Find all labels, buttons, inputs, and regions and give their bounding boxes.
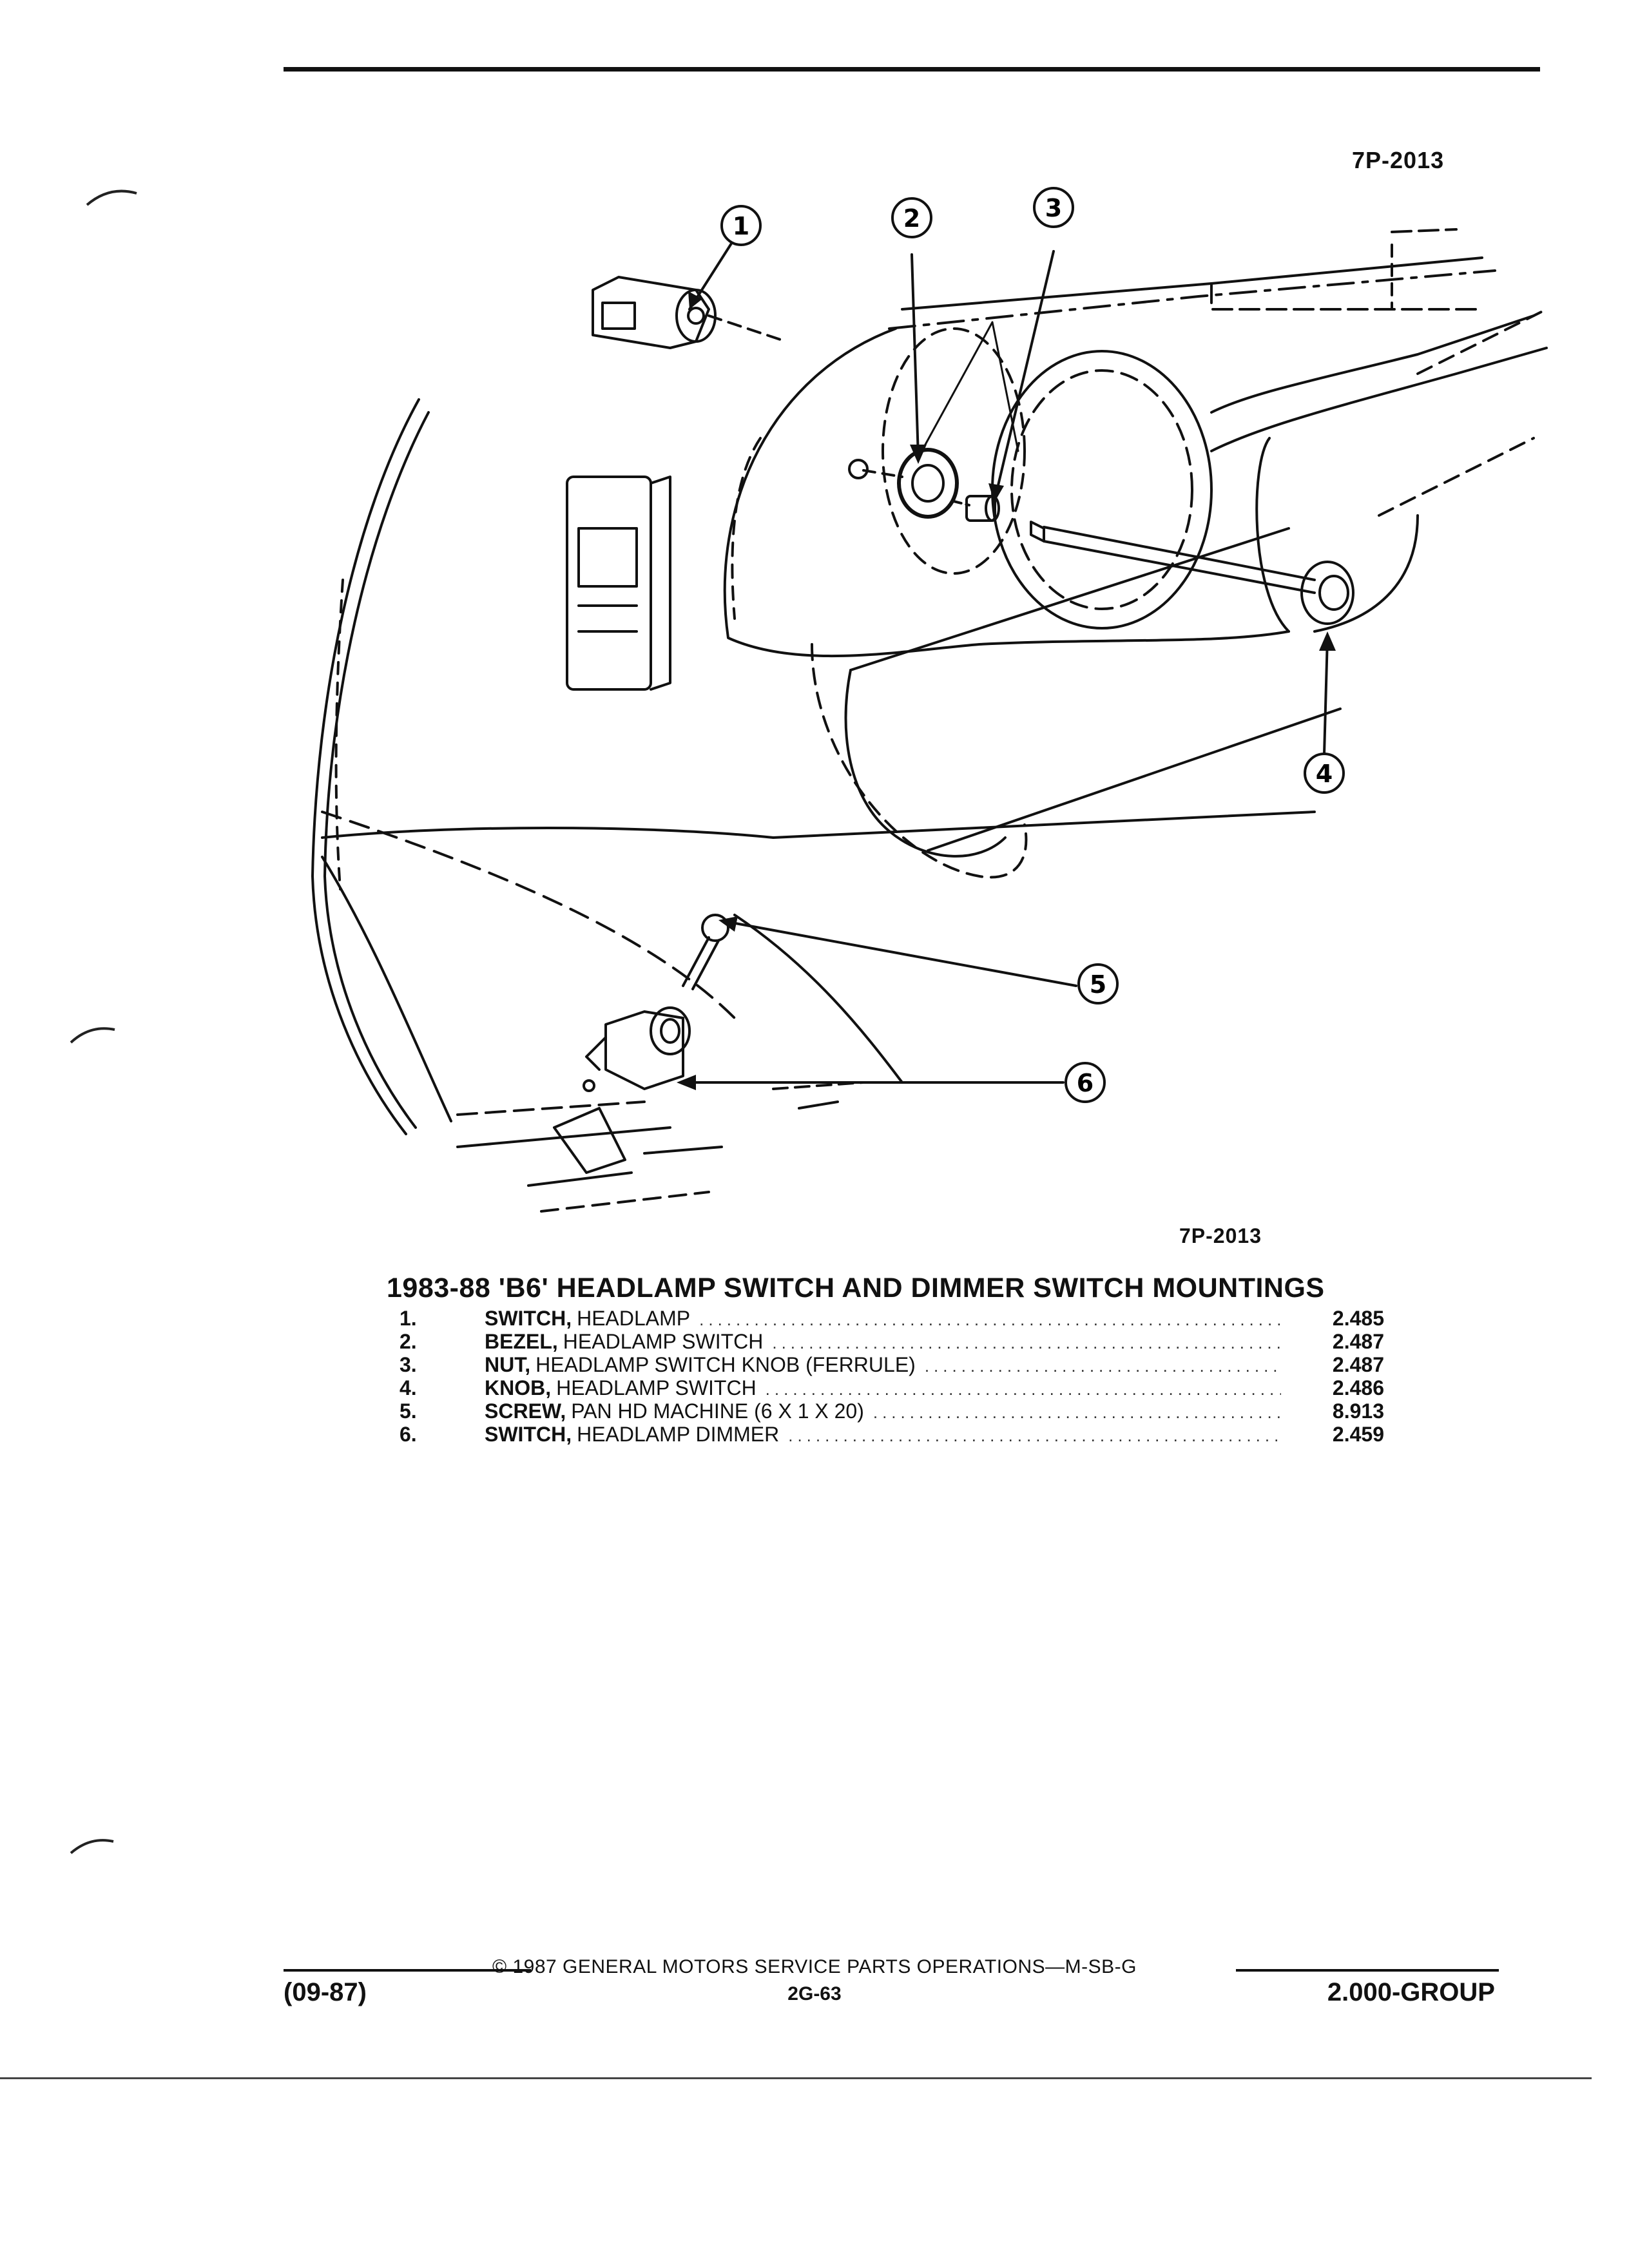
gauge-bezel <box>882 327 1213 629</box>
revision-date: (09-87) <box>284 1978 367 2006</box>
svg-text:4: 4 <box>1316 760 1333 788</box>
callout-3: 3 <box>1033 187 1074 228</box>
part-reference: 8.913 <box>1332 1399 1384 1423</box>
dot-leader: ........................................… <box>772 1333 1281 1352</box>
figure-code-top: 7P-2013 <box>1352 147 1445 173</box>
part-dimmer-switch <box>583 1006 691 1092</box>
steering-column <box>321 527 1342 1084</box>
parts-row: 5. SCREW, PAN HD MACHINE (6 X 1 X 20) ..… <box>400 1399 1384 1423</box>
exploded-diagram: 1 2 3 4 5 6 <box>311 187 1548 1213</box>
part-number: 5. <box>400 1399 417 1423</box>
part-reference: 2.487 <box>1332 1330 1384 1353</box>
part-reference: 2.486 <box>1332 1376 1384 1399</box>
part-name: SWITCH, <box>485 1423 572 1446</box>
dot-leader: ........................................… <box>872 1403 1281 1422</box>
parts-list: 1. SWITCH, HEADLAMP ....................… <box>400 1307 1384 1446</box>
callout-6: 6 <box>1065 1062 1106 1103</box>
part-number: 4. <box>400 1376 417 1399</box>
svg-text:2: 2 <box>903 204 920 233</box>
svg-text:6: 6 <box>1077 1069 1094 1097</box>
door-pillar <box>311 398 452 1135</box>
part-number: 6. <box>400 1423 417 1446</box>
part-knob <box>1030 521 1354 625</box>
callout-circles: 1 2 3 4 5 6 <box>720 187 1345 1103</box>
top-rule <box>284 67 1540 72</box>
svg-text:1: 1 <box>733 212 749 240</box>
part-name: SWITCH, <box>485 1307 572 1330</box>
section-title: 1983-88 'B6' HEADLAMP SWITCH AND DIMMER … <box>387 1273 1325 1303</box>
callout-4: 4 <box>1304 753 1345 794</box>
parts-row: 1. SWITCH, HEADLAMP ....................… <box>400 1307 1384 1330</box>
svg-text:3: 3 <box>1045 194 1062 222</box>
part-description: HEADLAMP SWITCH <box>563 1330 764 1353</box>
callout-2: 2 <box>891 197 932 238</box>
part-headlamp-switch <box>592 276 787 349</box>
arrowheads <box>677 291 1336 1090</box>
part-description: PAN HD MACHINE (6 X 1 X 20) <box>571 1399 864 1423</box>
part-reference: 2.459 <box>1332 1423 1384 1446</box>
dot-leader: ........................................… <box>765 1379 1281 1399</box>
parts-row: 6. SWITCH, HEADLAMP DIMMER .............… <box>400 1423 1384 1446</box>
callout-5: 5 <box>1077 963 1119 1004</box>
part-description: HEADLAMP DIMMER <box>577 1423 780 1446</box>
part-name: BEZEL, <box>485 1330 558 1353</box>
lower-bracket <box>456 1081 865 1213</box>
knee-panel <box>566 476 671 691</box>
footer-copyright: © 1987 GENERAL MOTORS SERVICE PARTS OPER… <box>492 1956 1137 1977</box>
dot-leader: ........................................… <box>924 1356 1281 1376</box>
part-name: KNOB, <box>485 1376 552 1399</box>
part-description: HEADLAMP <box>577 1307 691 1330</box>
part-description: HEADLAMP SWITCH KNOB (FERRULE) <box>535 1353 916 1376</box>
part-screw <box>682 914 729 990</box>
part-name: NUT, <box>485 1353 531 1376</box>
callout-1: 1 <box>720 205 762 246</box>
part-number: 2. <box>400 1330 417 1353</box>
part-description: HEADLAMP SWITCH <box>556 1376 757 1399</box>
part-reference: 2.487 <box>1332 1353 1384 1376</box>
figure-code-bottom: 7P-2013 <box>1179 1224 1262 1247</box>
part-name: SCREW, <box>485 1399 566 1423</box>
bottom-edge-rule <box>0 2077 1592 2079</box>
footer-rule-left <box>284 1969 531 1972</box>
page-number: 2G-63 <box>787 1983 842 2004</box>
dot-leader: ........................................… <box>699 1310 1281 1329</box>
leader-lines <box>682 237 1329 1084</box>
instrument-panel <box>723 228 1548 658</box>
parts-row: 4. KNOB, HEADLAMP SWITCH ...............… <box>400 1376 1384 1399</box>
part-bezel <box>848 448 959 519</box>
group-code: 2.000-GROUP <box>1327 1978 1495 2006</box>
dot-leader: ........................................… <box>788 1426 1281 1445</box>
part-number: 1. <box>400 1307 417 1330</box>
part-reference: 2.485 <box>1332 1307 1384 1330</box>
svg-text:5: 5 <box>1090 970 1106 999</box>
footer-rule-right <box>1236 1969 1499 1972</box>
part-number: 3. <box>400 1353 417 1376</box>
parts-row: 2. BEZEL, HEADLAMP SWITCH ..............… <box>400 1330 1384 1353</box>
parts-row: 3. NUT, HEADLAMP SWITCH KNOB (FERRULE) .… <box>400 1353 1384 1376</box>
